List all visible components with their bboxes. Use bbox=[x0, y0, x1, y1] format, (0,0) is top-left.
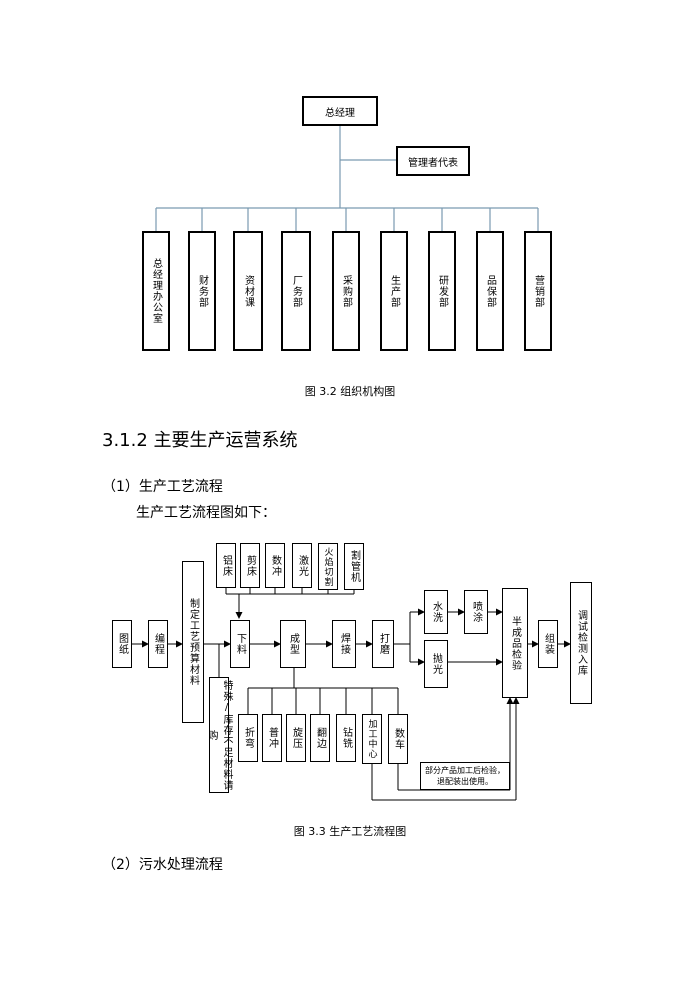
flow-tool-label: 折弯 bbox=[242, 727, 254, 749]
flow-tool-box: 激光 bbox=[292, 543, 312, 588]
flow-step-label: 焊接 bbox=[338, 633, 350, 655]
flow-tool-box: 火焰切割 bbox=[318, 543, 338, 590]
flow-tool-label: 钻铣 bbox=[340, 727, 352, 749]
flow-step-semi-inspection: 半成品检验 bbox=[502, 588, 528, 698]
flow-tool-label: 数车 bbox=[392, 728, 404, 750]
flow-step-label: 组装 bbox=[542, 633, 554, 655]
flow-step-label: 成型 bbox=[287, 633, 299, 655]
flow-tool-label: 普冲 bbox=[266, 727, 278, 749]
org-dept-label: 资材课 bbox=[242, 274, 254, 308]
org-dept-label: 研发部 bbox=[436, 274, 448, 308]
org-dept-purchasing: 采购部 bbox=[332, 231, 360, 351]
flow-tool-label: 旋压 bbox=[290, 727, 302, 749]
org-dept-label: 厂务部 bbox=[290, 274, 302, 308]
flow-tool-box: 数车 bbox=[388, 714, 408, 764]
flow-step-forming: 成型 bbox=[280, 620, 306, 668]
flow-step-grinding: 打磨 bbox=[372, 620, 394, 668]
flow-step-coding: 编程 bbox=[148, 620, 168, 668]
org-dept-rd: 研发部 bbox=[428, 231, 456, 351]
flow-tool-label: 剪床 bbox=[244, 554, 256, 577]
flow-step-label: 特殊/库存不足材料请购 bbox=[206, 679, 232, 791]
flow-note-text: 部分产品加工后检验，退配装出使用。 bbox=[425, 766, 505, 786]
flow-tool-box: 钻铣 bbox=[336, 714, 356, 762]
org-dept-office: 总经理办公室 bbox=[142, 231, 170, 351]
org-dept-materials: 资材课 bbox=[233, 231, 263, 351]
org-dept-label: 品保部 bbox=[484, 274, 496, 308]
subsection-heading-2: （2）污水处理流程 bbox=[102, 857, 223, 873]
flow-note: 部分产品加工后检验，退配装出使用。 bbox=[420, 762, 510, 790]
flow-step-cutting: 下料 bbox=[230, 620, 250, 668]
flow-tool-label: 翻边 bbox=[314, 727, 326, 749]
flow-tool-label: 激光 bbox=[296, 554, 308, 577]
flow-step-label: 喷涂 bbox=[470, 601, 482, 623]
flow-tool-label: 数冲 bbox=[269, 554, 281, 577]
org-box-management-rep: 管理者代表 bbox=[396, 146, 470, 176]
org-box-general-manager: 总经理 bbox=[302, 96, 378, 126]
flow-step-spray: 喷涂 bbox=[464, 590, 488, 634]
section-heading: 3.1.2 主要生产运营系统 bbox=[102, 430, 298, 451]
org-dept-sales: 营销部 bbox=[524, 231, 552, 351]
flow-step-label: 制定工艺预算材料 bbox=[187, 598, 199, 686]
subsection-heading-1: （1）生产工艺流程 bbox=[102, 479, 223, 495]
org-dept-label: 财务部 bbox=[196, 274, 208, 308]
flow-step-label: 编程 bbox=[152, 633, 164, 655]
org-dept-label: 营销部 bbox=[532, 274, 544, 308]
org-dept-label: 采购部 bbox=[340, 274, 352, 308]
flow-step-welding: 焊接 bbox=[332, 620, 356, 668]
flow-step-label: 调试检测入库 bbox=[575, 610, 587, 676]
flow-intro-text: 生产工艺流程图如下： bbox=[136, 505, 276, 521]
org-dept-facility: 厂务部 bbox=[281, 231, 311, 351]
flow-tool-box: 铝床 bbox=[216, 543, 236, 588]
flow-tool-box: 旋压 bbox=[286, 714, 306, 762]
flow-step-polish: 抛光 bbox=[424, 640, 448, 688]
figure-caption-3-3: 图 3.3 生产工艺流程图 bbox=[293, 825, 407, 838]
flow-step-label: 下料 bbox=[234, 633, 246, 655]
flow-tool-box: 加工中心 bbox=[362, 714, 382, 764]
flow-step-plan: 制定工艺预算材料 bbox=[182, 561, 204, 723]
org-dept-finance: 财务部 bbox=[188, 231, 216, 351]
flow-step-special-purchase: 特殊/库存不足材料请购 bbox=[206, 677, 232, 793]
flow-step-final-test: 调试检测入库 bbox=[570, 582, 592, 704]
flow-tool-box: 折弯 bbox=[238, 714, 258, 762]
flow-step-wash: 水洗 bbox=[424, 590, 448, 634]
flow-step-label: 半成品检验 bbox=[509, 615, 521, 671]
flow-tool-label: 加工中心 bbox=[366, 719, 377, 759]
flow-tool-label: 火焰切割 bbox=[322, 546, 333, 587]
flow-step-label: 抛光 bbox=[430, 653, 442, 675]
org-dept-label: 总经理办公室 bbox=[150, 258, 162, 324]
flow-tool-box: 翻边 bbox=[310, 714, 330, 762]
flow-tool-box: 割管机 bbox=[344, 543, 364, 590]
flow-tool-box: 普冲 bbox=[262, 714, 282, 762]
flow-step-assembly: 组装 bbox=[538, 620, 558, 668]
flow-step-label: 水洗 bbox=[430, 601, 442, 623]
org-label-general-manager: 总经理 bbox=[325, 107, 355, 119]
org-label-management-rep: 管理者代表 bbox=[408, 157, 458, 169]
org-dept-production: 生产部 bbox=[380, 231, 408, 351]
flow-tool-box: 数冲 bbox=[265, 543, 285, 588]
flow-tool-label: 铝床 bbox=[220, 554, 232, 577]
flow-tool-label: 割管机 bbox=[348, 550, 360, 583]
flow-step-label: 图纸 bbox=[116, 633, 128, 655]
org-dept-qa: 品保部 bbox=[476, 231, 504, 351]
flow-step-drawing: 图纸 bbox=[112, 620, 132, 668]
flow-step-label: 打磨 bbox=[377, 633, 389, 655]
flow-tool-box: 剪床 bbox=[240, 543, 260, 588]
figure-caption-3-2: 图 3.2 组织机构图 bbox=[304, 385, 396, 398]
org-dept-label: 生产部 bbox=[388, 274, 400, 308]
